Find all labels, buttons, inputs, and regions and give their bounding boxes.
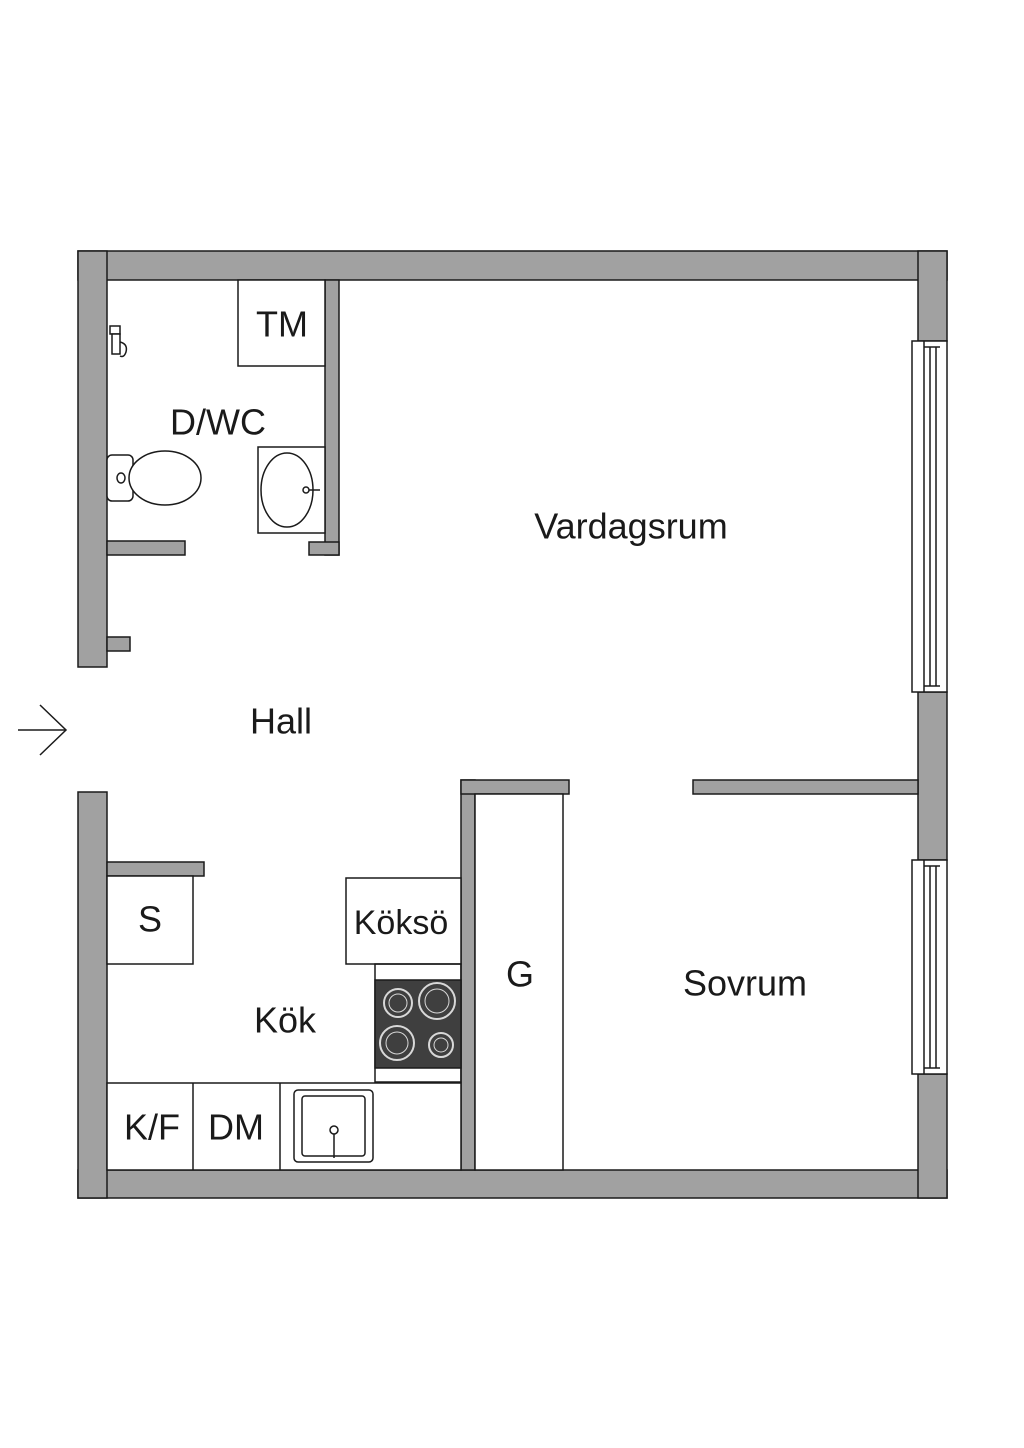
wardrobe: G bbox=[474, 793, 564, 1171]
room-label-bathroom: D/WC bbox=[170, 402, 266, 443]
fixture-label-s: S bbox=[138, 899, 162, 940]
kitchen-sink-icon bbox=[293, 1089, 374, 1163]
interior-walls bbox=[106, 279, 919, 1171]
room-label-living: Vardagsrum bbox=[534, 506, 727, 547]
room-label-hall: Hall bbox=[250, 701, 312, 742]
faucet-icon bbox=[109, 325, 128, 358]
washbasin-icon bbox=[257, 446, 326, 534]
room-label-bedroom: Sovrum bbox=[683, 963, 807, 1004]
fixture-label-dm: DM bbox=[208, 1107, 264, 1148]
outer-walls bbox=[77, 250, 948, 1199]
fixture-label-koksö: Köksö bbox=[354, 904, 449, 942]
window-icon bbox=[911, 340, 948, 693]
fixture-label-g: G bbox=[506, 954, 534, 995]
kitchen-counter: K/F DM bbox=[106, 1082, 462, 1171]
kitchen-island: Köksö bbox=[345, 877, 462, 965]
fixture-label-tm: TM bbox=[256, 304, 308, 345]
cabinet-s: S bbox=[106, 875, 194, 965]
fixture-label-kf: K/F bbox=[124, 1107, 180, 1148]
entrance-arrow-icon bbox=[18, 704, 68, 756]
stove-icon bbox=[374, 963, 462, 1083]
room-label-kitchen: Kök bbox=[254, 1000, 317, 1041]
towel-cabinet: TM bbox=[237, 279, 326, 367]
toilet-icon bbox=[106, 450, 202, 506]
window-icon bbox=[911, 859, 948, 1075]
